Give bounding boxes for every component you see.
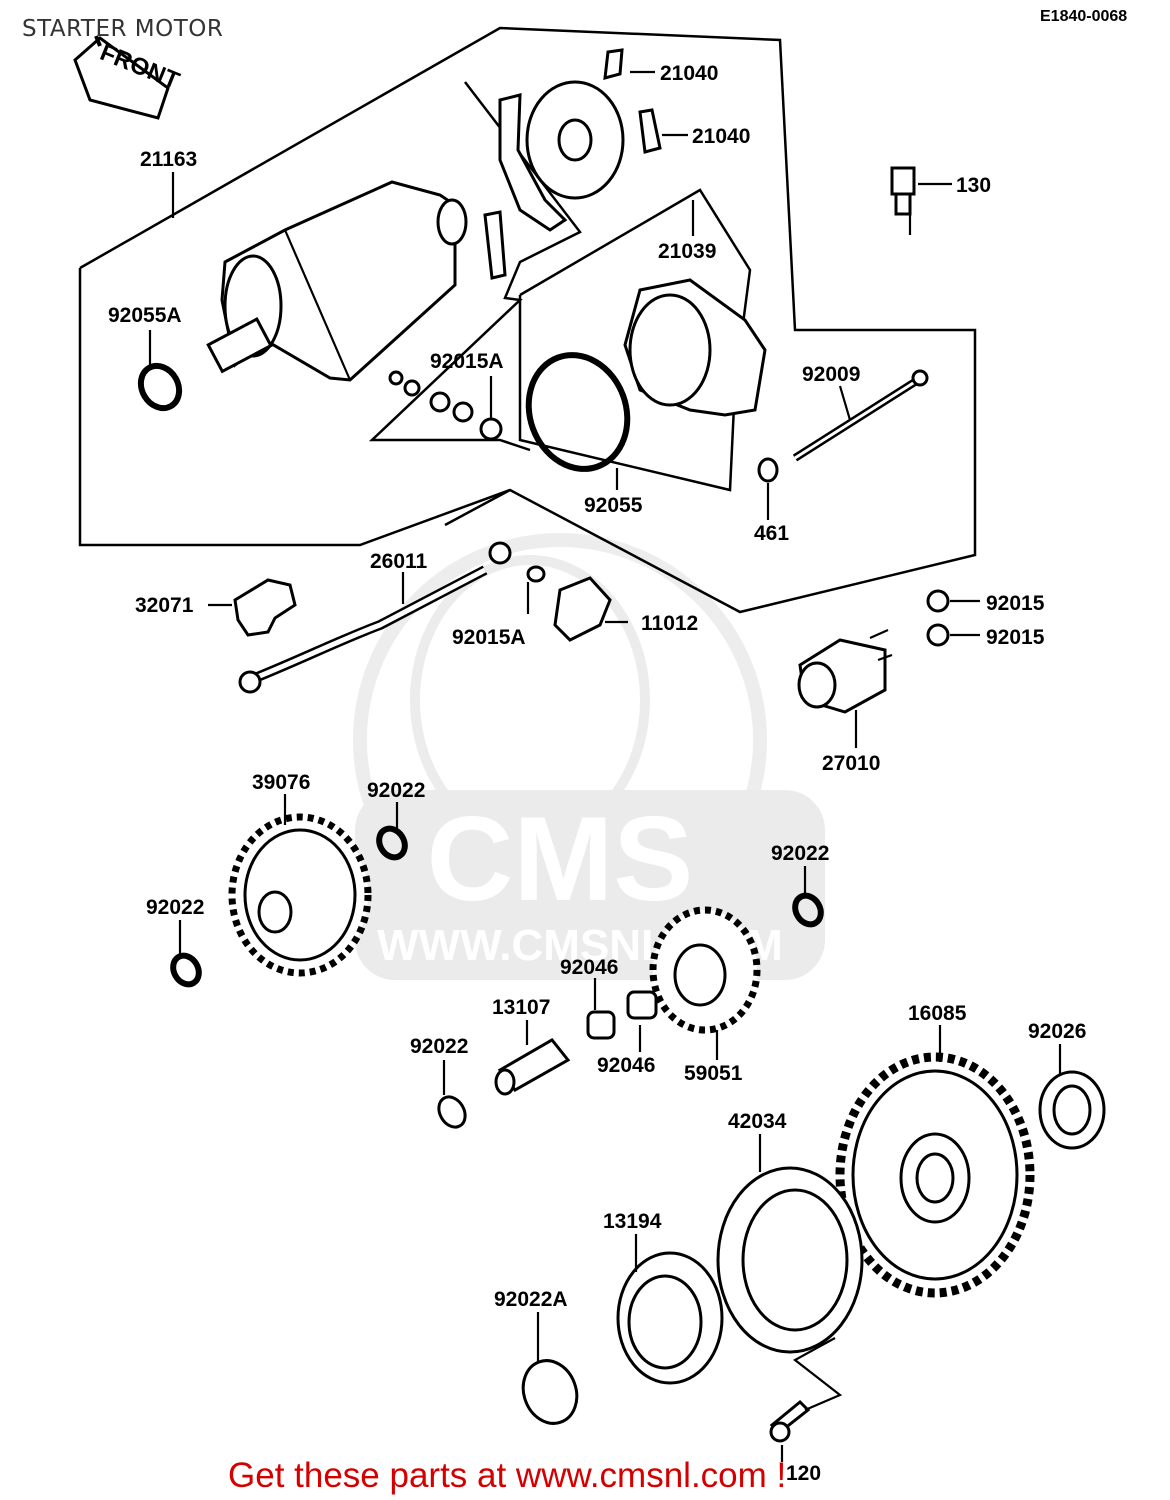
label-92046-b: 92046 bbox=[597, 1054, 655, 1077]
cable-26011 bbox=[238, 541, 512, 694]
page-title: STARTER MOTOR bbox=[22, 16, 224, 42]
label-39076: 39076 bbox=[252, 771, 310, 794]
watermark-brand: CMS bbox=[427, 792, 694, 926]
label-11012: 11012 bbox=[641, 612, 698, 635]
washer-92022-d bbox=[437, 1095, 467, 1129]
footer-link-text[interactable]: Get these parts at www.cmsnl.com ! bbox=[228, 1456, 787, 1495]
washer-92022-a bbox=[376, 825, 408, 861]
through-bolt-92009 bbox=[792, 369, 929, 462]
front-tag-text: FRONT bbox=[96, 39, 183, 95]
label-92022-a: 92022 bbox=[367, 779, 425, 802]
nut-92015A bbox=[526, 565, 546, 583]
starter-relay-27010 bbox=[797, 628, 893, 714]
bearing-92046-b bbox=[626, 990, 658, 1020]
o-ring-92055 bbox=[525, 352, 631, 472]
end-cover bbox=[623, 278, 767, 417]
diagram-code: E1840-0068 bbox=[1040, 8, 1128, 25]
bolt-120 bbox=[769, 1399, 811, 1443]
washer-461 bbox=[757, 457, 779, 483]
oil-seal-92026 bbox=[1038, 1070, 1106, 1150]
washer-92022A bbox=[521, 1359, 579, 1425]
idle-gear-39076 bbox=[228, 813, 372, 977]
label-92022A: 92022A bbox=[494, 1288, 568, 1311]
group-outlines bbox=[78, 26, 977, 614]
brush-holder-21039 bbox=[483, 80, 625, 280]
nut-92015-b bbox=[926, 623, 950, 647]
label-21039: 21039 bbox=[658, 240, 716, 263]
label-26011: 26011 bbox=[370, 550, 428, 573]
label-92046-a: 92046 bbox=[560, 956, 618, 979]
label-92015A-mid: 92015A bbox=[452, 626, 526, 649]
label-13194: 13194 bbox=[603, 1210, 662, 1233]
brush-spring-21040-a bbox=[603, 48, 624, 81]
washer-92022-c bbox=[792, 892, 824, 928]
bearing-92046-a bbox=[586, 1010, 616, 1040]
plate-42034 bbox=[716, 1166, 864, 1354]
label-92026: 92026 bbox=[1028, 1020, 1086, 1043]
label-13107: 13107 bbox=[492, 996, 550, 1019]
gear-59051 bbox=[649, 906, 761, 1034]
bolt-130 bbox=[890, 166, 916, 216]
starter-motor-21163 bbox=[206, 180, 468, 382]
label-92022-b: 92022 bbox=[146, 896, 204, 919]
label-92015-a: 92015 bbox=[986, 592, 1045, 615]
front-tag: FRONT bbox=[73, 35, 183, 120]
label-32071: 32071 bbox=[135, 594, 194, 617]
label-16085: 16085 bbox=[908, 1002, 967, 1025]
label-92015A-top: 92015A bbox=[430, 350, 504, 373]
label-92055A: 92055A bbox=[108, 304, 182, 327]
nut-92015-a bbox=[926, 589, 950, 613]
brush-spring-21040-b bbox=[638, 108, 662, 154]
label-130: 130 bbox=[956, 174, 991, 197]
label-92015-b: 92015 bbox=[986, 626, 1045, 649]
label-21040-b: 21040 bbox=[692, 125, 750, 148]
boot-11012 bbox=[553, 576, 612, 642]
washer-92022-b bbox=[170, 952, 202, 988]
leader-lines bbox=[148, 70, 1062, 1462]
label-92055: 92055 bbox=[584, 494, 643, 517]
shaft-13107 bbox=[494, 1038, 571, 1096]
label-21040-a: 21040 bbox=[660, 62, 718, 85]
label-42034: 42034 bbox=[728, 1110, 787, 1133]
label-92009: 92009 bbox=[802, 363, 860, 386]
label-92022-c: 92022 bbox=[771, 842, 829, 865]
label-120: 120 bbox=[786, 1462, 821, 1485]
sprocket-16085 bbox=[835, 1052, 1035, 1298]
label-59051: 59051 bbox=[684, 1062, 743, 1085]
terminal-nuts-92015A bbox=[388, 370, 503, 441]
label-21163: 21163 bbox=[140, 148, 197, 171]
o-ring-92055A bbox=[137, 362, 183, 412]
part-labels: 21163 21040 21040 130 21039 92055A 92015… bbox=[108, 62, 1086, 1485]
label-27010: 27010 bbox=[822, 752, 880, 775]
label-461: 461 bbox=[754, 522, 789, 545]
terminal-boot-32071 bbox=[233, 578, 297, 637]
label-92022-d: 92022 bbox=[410, 1035, 468, 1058]
one-way-clutch-13194 bbox=[616, 1251, 724, 1385]
